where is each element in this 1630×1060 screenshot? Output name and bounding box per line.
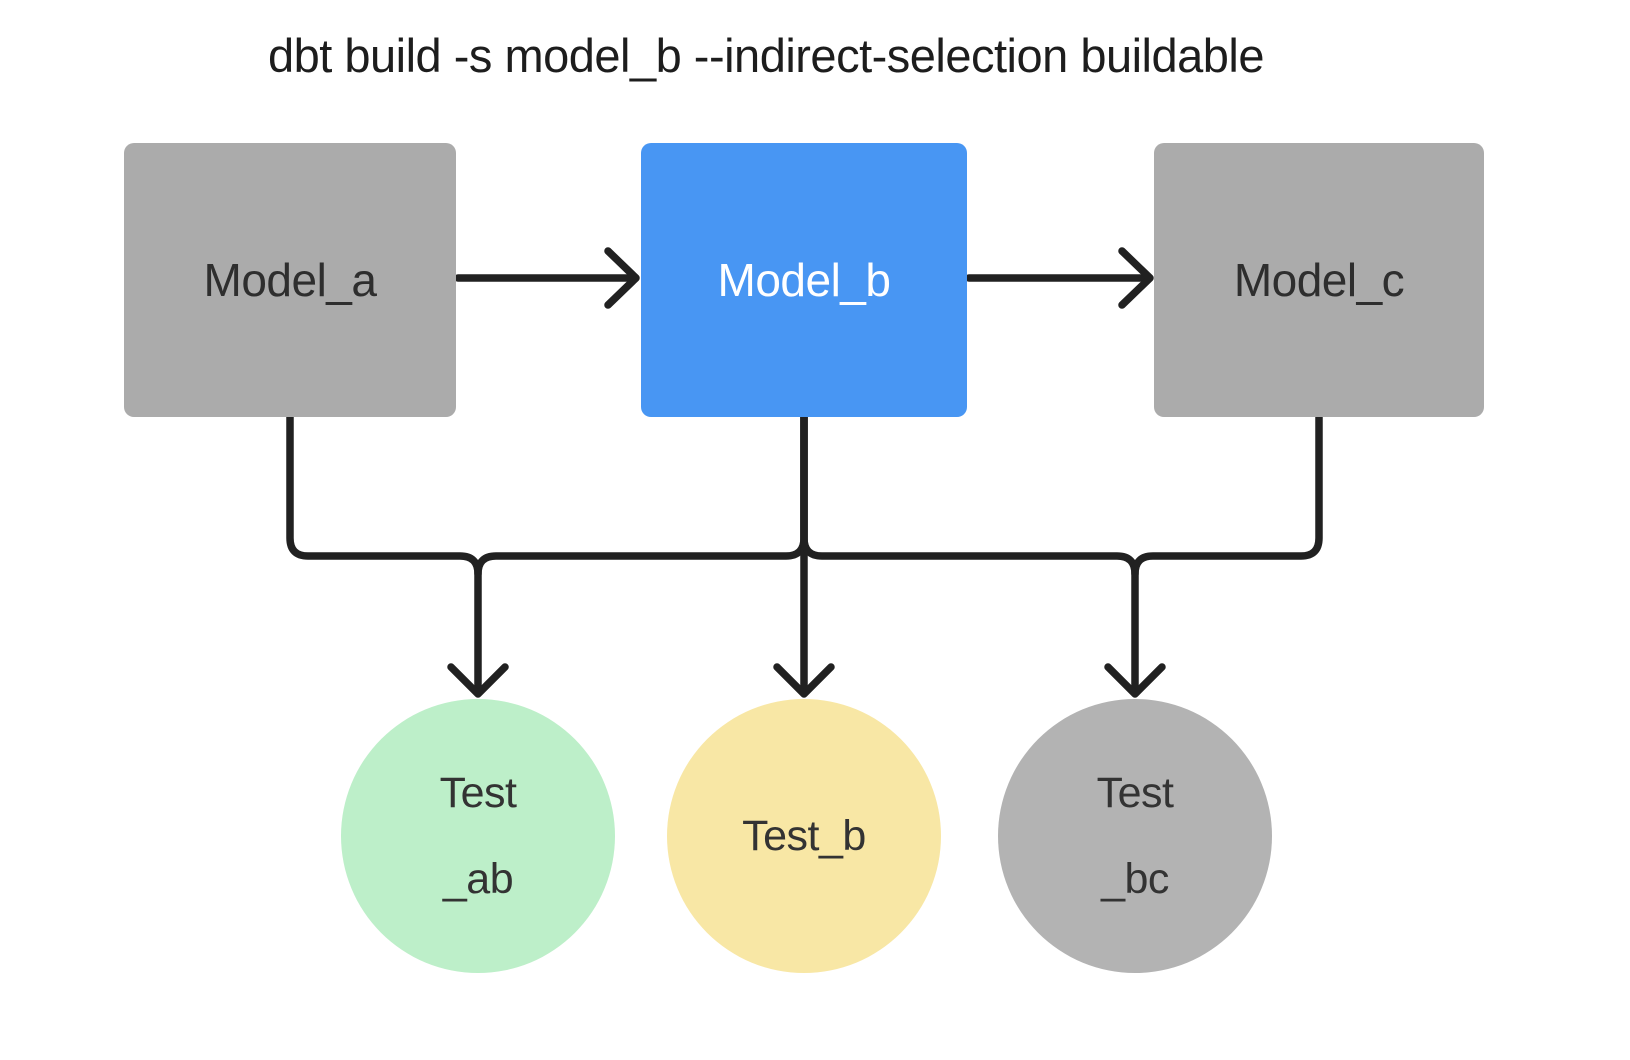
node-model-a: Model_a xyxy=(124,143,456,417)
node-model-b: Model_b xyxy=(641,143,967,417)
node-model-b-label: Model_b xyxy=(717,254,891,306)
node-test-b-label: Test_b xyxy=(742,812,866,860)
node-test-bc-label-line2: _bc xyxy=(1101,855,1169,903)
arrowhead-test-b xyxy=(773,663,835,698)
node-test-b: Test_b xyxy=(667,699,941,973)
node-test-bc-label-line1: Test xyxy=(1096,769,1174,817)
arrowhead-test-ab xyxy=(447,663,509,698)
edge-model-c-to-test-bc xyxy=(1131,413,1323,578)
node-model-c: Model_c xyxy=(1154,143,1484,417)
edge-model-b-to-test-ab xyxy=(474,413,808,578)
diagram-title: dbt build -s model_b --indirect-selectio… xyxy=(268,29,1265,82)
edge-model-a-to-test-ab xyxy=(286,413,482,694)
node-test-ab-label-line2: _ab xyxy=(442,855,514,903)
edge-model-b-to-test-bc xyxy=(800,413,1139,694)
arrowhead-model-b xyxy=(604,247,640,309)
node-test-bc: Test _bc xyxy=(998,699,1272,973)
node-model-a-label: Model_a xyxy=(203,254,377,306)
arrowhead-test-bc xyxy=(1104,663,1166,698)
node-model-c-label: Model_c xyxy=(1233,254,1405,306)
node-test-ab-label-line1: Test xyxy=(439,769,517,817)
arrowhead-model-c xyxy=(1118,247,1154,309)
node-test-ab: Test _ab xyxy=(341,699,615,973)
